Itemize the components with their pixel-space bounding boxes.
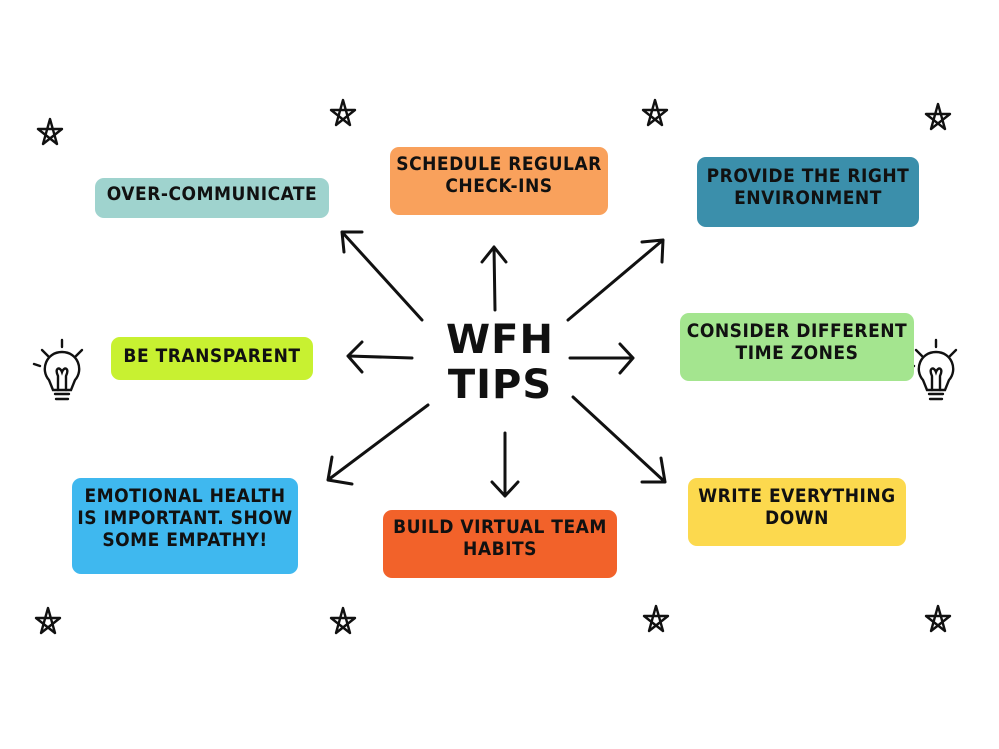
tip-text: EMOTIONAL HEALTH — [84, 485, 286, 507]
tip-text: BUILD VIRTUAL TEAM — [393, 516, 607, 538]
center-line: WFH — [446, 317, 554, 363]
tip-text: SCHEDULE REGULAR — [396, 153, 602, 175]
tip-schedule-check-ins: SCHEDULE REGULAR CHECK-INS — [390, 147, 608, 215]
tip-write-everything-down: WRITE EVERYTHING DOWN — [688, 478, 906, 546]
tip-text: ENVIRONMENT — [734, 186, 882, 209]
tip-text: OVER-COMMUNICATE — [106, 183, 318, 205]
star-icon — [329, 606, 357, 635]
star-icon — [36, 117, 64, 146]
tip-text: CONSIDER DIFFERENT — [686, 320, 908, 342]
tip-text: CHECK-INS — [445, 174, 553, 197]
tip-text: IS IMPORTANT. SHOW — [77, 506, 293, 529]
central-topic: WFH TIPS — [440, 318, 560, 408]
tip-text: HABITS — [463, 537, 537, 560]
star-icon — [924, 604, 952, 633]
tip-text: TIME ZONES — [735, 341, 859, 364]
tip-text: PROVIDE THE RIGHT — [706, 165, 910, 187]
tip-right-environment: PROVIDE THE RIGHT ENVIRONMENT — [697, 157, 919, 227]
tip-text: WRITE EVERYTHING — [698, 485, 896, 507]
tip-text: DOWN — [765, 506, 829, 529]
arrows — [326, 230, 667, 498]
tip-virtual-team-habits: BUILD VIRTUAL TEAM HABITS — [383, 510, 617, 578]
lightbulb-icon — [32, 338, 84, 401]
star-icon — [329, 98, 357, 127]
tip-emotional-health: EMOTIONAL HEALTH IS IMPORTANT. SHOW SOME… — [72, 478, 298, 574]
star-icon — [924, 102, 952, 131]
center-line: TIPS — [447, 361, 553, 408]
tip-text: SOME EMPATHY! — [102, 528, 268, 551]
tip-be-transparent: BE TRANSPARENT — [111, 337, 313, 380]
star-icon — [34, 606, 62, 635]
tip-time-zones: CONSIDER DIFFERENT TIME ZONES — [680, 313, 914, 381]
star-icon — [642, 604, 670, 633]
star-icon — [641, 98, 669, 127]
tip-text: BE TRANSPARENT — [123, 345, 301, 367]
lightbulb-icon — [906, 338, 958, 401]
tip-over-communicate: OVER-COMMUNICATE — [95, 178, 329, 218]
